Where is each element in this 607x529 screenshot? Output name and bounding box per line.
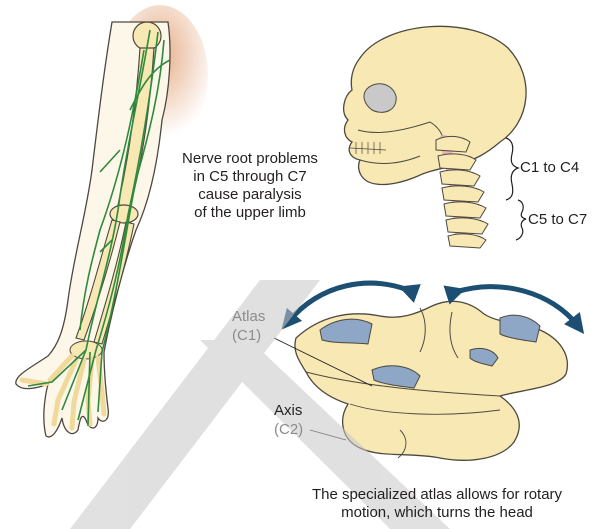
caption-line: The specialized atlas allows for rotary bbox=[272, 486, 602, 504]
nerve-root-note-line: cause paralysis bbox=[166, 186, 334, 204]
skull-cervical-spine-illustration bbox=[344, 26, 526, 248]
nerve-root-note-line: Nerve root problems bbox=[166, 150, 334, 168]
label-axis: Axis bbox=[274, 402, 302, 420]
label-atlas-code: (C1) bbox=[232, 327, 261, 345]
nerve-root-note-line: of the upper limb bbox=[166, 204, 334, 222]
nerve-root-note-line: in C5 through C7 bbox=[166, 168, 334, 186]
label-atlas: Atlas bbox=[232, 308, 265, 326]
label-axis-code: (C2) bbox=[274, 421, 303, 439]
caption-line: motion, which turns the head bbox=[272, 504, 602, 522]
caption: The specialized atlas allows for rotary … bbox=[272, 486, 602, 522]
label-c5-to-c7: C5 to C7 bbox=[528, 211, 587, 229]
label-c1-to-c4: C1 to C4 bbox=[520, 159, 579, 177]
nerve-root-note: Nerve root problems in C5 through C7 cau… bbox=[166, 150, 334, 222]
